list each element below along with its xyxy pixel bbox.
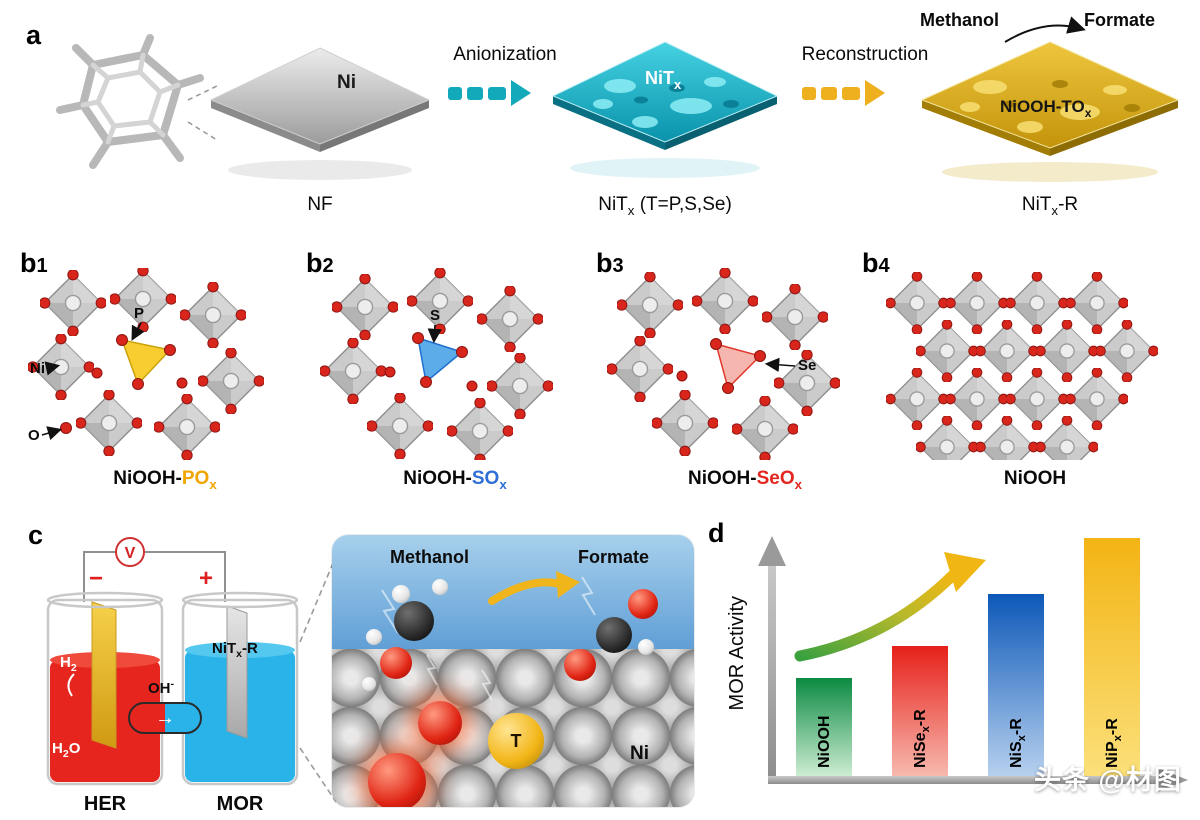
methanol-molecule (360, 577, 490, 717)
nitx-plate-label: NiTx (645, 68, 682, 92)
panel-d-label: d (708, 518, 725, 548)
bar-NiSx-R (988, 594, 1044, 776)
nitx-plate: NiTx (551, 41, 779, 178)
methanol-label-inset: Methanol (390, 547, 469, 567)
adsorbed-o-atom (368, 753, 426, 807)
t-dopant-sphere: T (488, 713, 544, 769)
oh-label: OH- (148, 678, 174, 697)
ni-plate: Ni (209, 47, 431, 180)
flow-arrow-icon: → (155, 706, 175, 729)
panel-c-label: c (28, 520, 44, 550)
h2-bubble-arrow-icon (67, 673, 75, 697)
voltmeter-v-label: V (125, 545, 136, 562)
ni-plate-label: Ni (337, 72, 356, 93)
reaction-arrow-icon (488, 571, 580, 605)
niooh-pox-caption: NiOOH-POx (113, 468, 217, 492)
bar-NiOOH (796, 678, 852, 776)
ion-bridge: → (128, 702, 202, 734)
nitxr-electrode (226, 605, 248, 739)
o-atom (380, 647, 412, 679)
h2o-label: H2O (52, 740, 81, 760)
her-caption: HER (83, 793, 127, 815)
adsorbed-o-atom (418, 701, 462, 745)
mor-caption: MOR (216, 793, 264, 815)
anionization-arrow-icon (448, 80, 531, 106)
bar-label-NiSex-R: NiSex-R (912, 709, 933, 768)
s-atom-label: S (430, 307, 440, 324)
trend-arrow-icon (794, 552, 986, 662)
reconstruction-arrow-icon (802, 80, 885, 106)
h-atom (392, 585, 410, 603)
reconstruction-label: Reconstruction (801, 44, 929, 65)
ni-surface-label: Ni (630, 743, 649, 764)
o-atom-label: O (28, 427, 40, 444)
electrode-label: NiTx-R (212, 640, 258, 660)
mor-beaker (181, 591, 299, 786)
panel-b2-label: b2 (306, 248, 334, 278)
voltmeter: V − + (83, 537, 226, 602)
chart-axes (758, 536, 1188, 792)
formate-molecule (564, 585, 684, 695)
zoom-connector-lines (299, 555, 337, 803)
c-atom (394, 601, 434, 641)
niooh-seox-structure: Se (607, 268, 840, 460)
o-atom (564, 649, 596, 681)
nickel-foam-illustration (56, 34, 218, 169)
nioohtox-plate-label: NiOOH-TOx (1000, 97, 1092, 120)
watermark: 头条 @材图 (1034, 765, 1182, 795)
formate-label-a: Formate (1084, 10, 1156, 30)
niooh-caption: NiOOH (1003, 468, 1067, 489)
ni-atom-label: Ni (30, 360, 45, 377)
se-atom-label: Se (798, 357, 816, 374)
bar-NiPx-R (1084, 538, 1140, 776)
anionization-label: Anionization (453, 44, 557, 65)
bar-NiSex-R (892, 646, 948, 776)
h-atom (362, 677, 376, 691)
h-atom (366, 629, 382, 645)
panel-b4-label: b4 (862, 248, 890, 278)
methanol-label-a: Methanol (920, 10, 999, 30)
h2-label: H2 (60, 654, 77, 674)
panel-b3-label: b3 (596, 248, 624, 278)
niooh-seox-caption: NiOOH-SeOx (687, 468, 803, 492)
t-dopant-label: T (510, 730, 522, 751)
c-atom (596, 617, 632, 653)
methanol-to-formate-arrow-icon (1004, 16, 1086, 43)
plus-terminal-label: + (199, 565, 213, 592)
h-atom (432, 579, 448, 595)
bar-label-NiOOH: NiOOH (816, 715, 833, 768)
nioohtox-plate: NiOOH-TOx (920, 41, 1180, 182)
reaction-inset: Methanol Formate T Ni (332, 535, 694, 807)
panel-a-label: a (26, 20, 42, 50)
minus-terminal-label: − (89, 565, 103, 592)
niooh-pox-structure: P Ni O (28, 268, 264, 460)
lightning-icons (381, 576, 596, 701)
o-atom (628, 589, 658, 619)
bar-label-NiSx-R: NiSx-R (1008, 718, 1029, 768)
nitxr-caption: NiTx-R (1021, 194, 1079, 218)
nf-caption: NF (307, 194, 333, 215)
panel-b1-label: b1 (20, 248, 48, 278)
p-atom-label: P (134, 305, 144, 322)
niooh-sox-structure: S (320, 268, 553, 460)
h-atom (638, 639, 654, 655)
niooh-sox-caption: NiOOH-SOx (403, 468, 507, 492)
her-beaker (46, 591, 164, 786)
formate-label-inset: Formate (578, 547, 650, 567)
nitx-caption: NiTx (T=P,S,Se) (598, 194, 732, 218)
